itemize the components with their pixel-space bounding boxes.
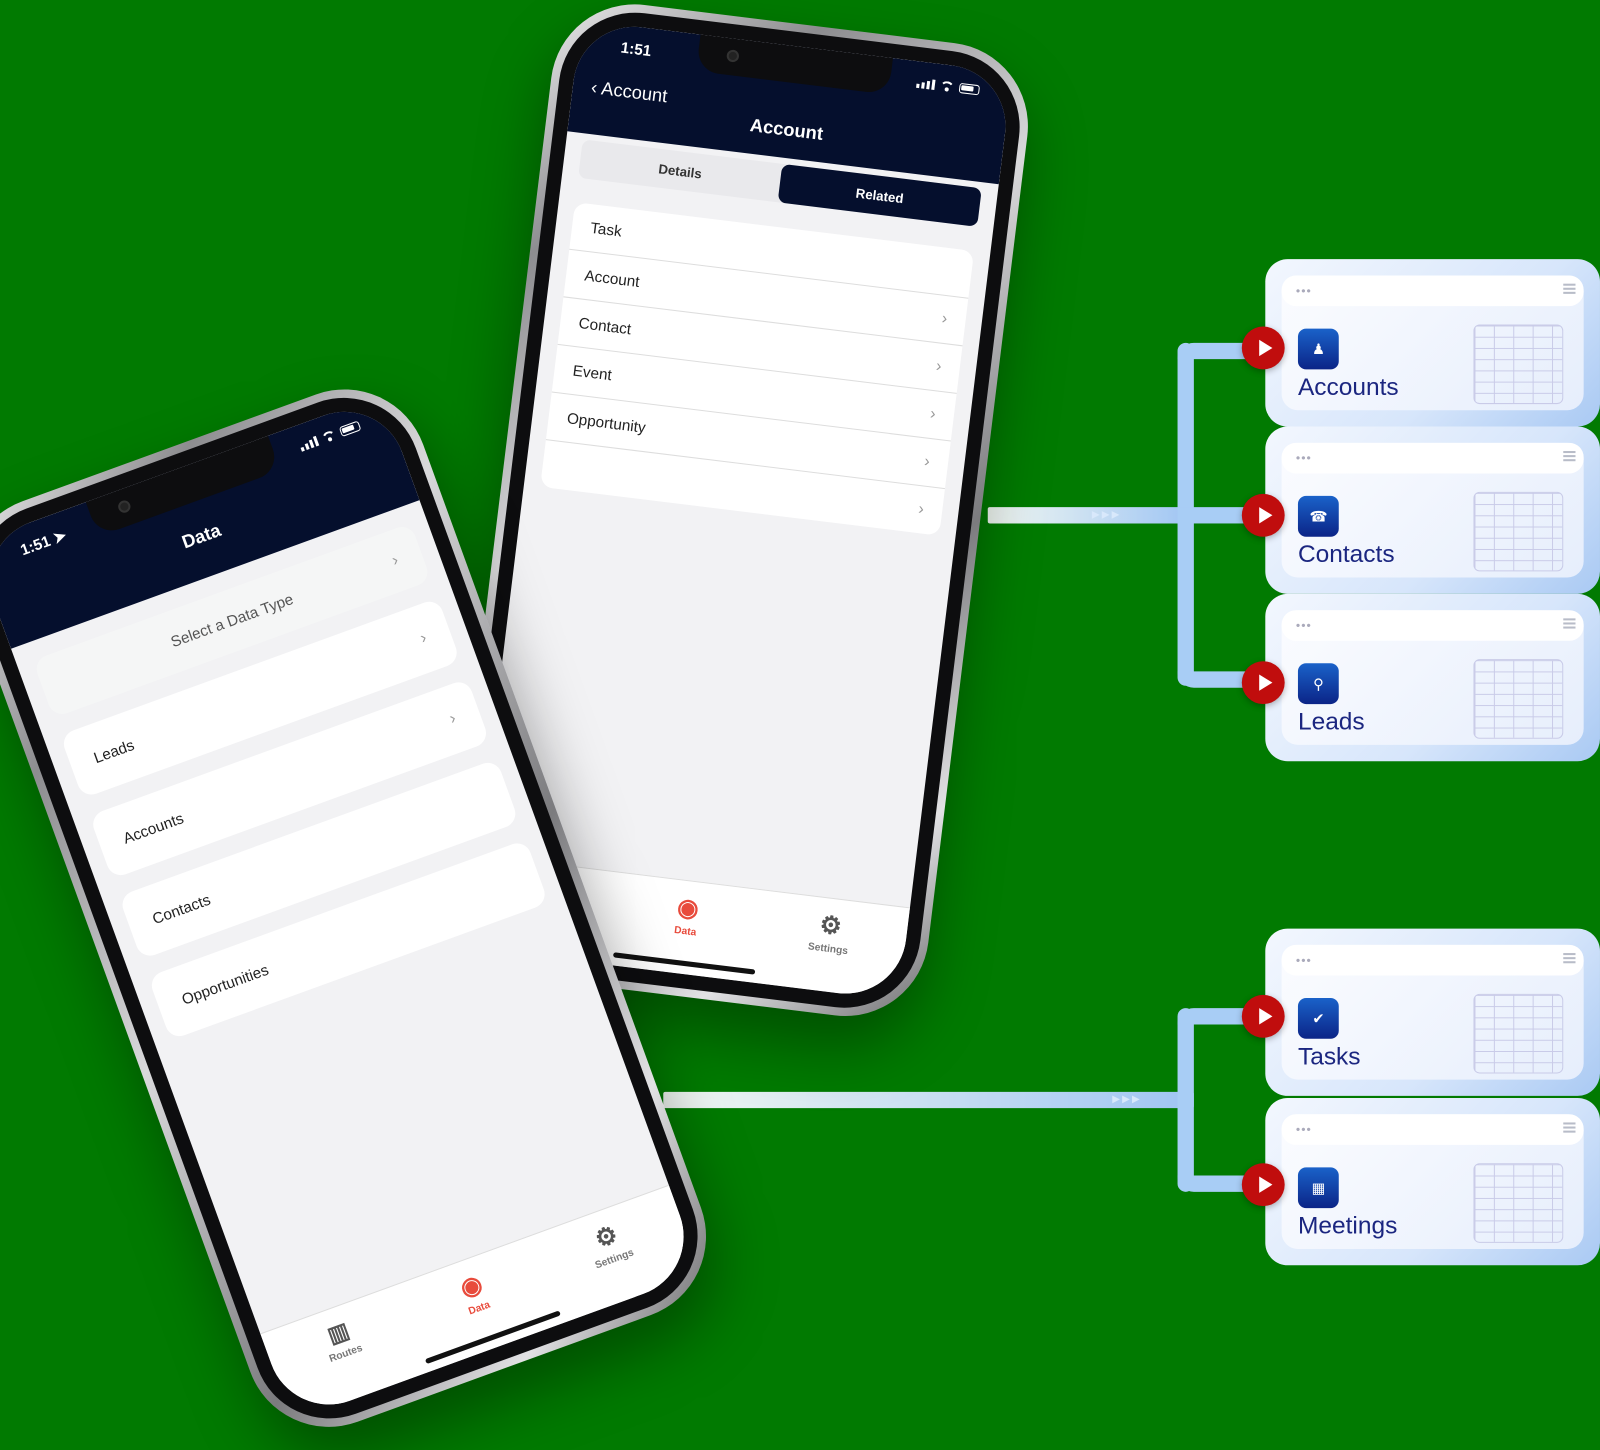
table-grid-icon: [1473, 491, 1564, 572]
status-icons: [916, 78, 981, 96]
menu-icon[interactable]: [1563, 953, 1576, 965]
person-icon: ♟: [1297, 328, 1339, 370]
connector-to-contacts: [1177, 507, 1260, 524]
wifi-icon: [321, 429, 338, 443]
dots-icon: •••: [1295, 618, 1312, 633]
play-button-contacts[interactable]: [1241, 493, 1285, 537]
signal-icon: [916, 78, 936, 90]
status-icons: [298, 420, 362, 452]
chevron-right-icon: ›: [389, 551, 401, 570]
signal-icon: [298, 435, 320, 452]
composition: ▶▶▶ ▶▶▶ ••• ♟ Accounts ••• ☎ Contacts ••…: [0, 0, 1600, 1400]
item-label: Contact: [577, 314, 633, 338]
camera-icon: [116, 498, 133, 515]
play-button-accounts[interactable]: [1241, 326, 1285, 370]
battery-icon: [338, 420, 362, 438]
play-button-meetings[interactable]: [1241, 1163, 1285, 1207]
camera-icon: [726, 49, 740, 63]
table-grid-icon: [1473, 324, 1564, 405]
chevron-right-icon: ›: [934, 357, 943, 376]
status-time: 1:51 ➤: [18, 526, 69, 560]
phone-icon: ☎: [1297, 495, 1339, 537]
card-label: Meetings: [1297, 1212, 1398, 1240]
card-accounts[interactable]: ••• ♟ Accounts: [1265, 259, 1600, 427]
connector-to-accounts: [1177, 342, 1260, 360]
play-button-tasks[interactable]: [1241, 994, 1285, 1038]
location-icon: ➤: [50, 526, 69, 548]
wifi-icon: [939, 80, 954, 92]
card-tasks[interactable]: ••• ✔ Tasks: [1265, 928, 1600, 1096]
menu-icon[interactable]: [1563, 618, 1576, 630]
select-label: Select a Data Type: [168, 590, 296, 651]
card-label: Contacts: [1297, 540, 1395, 569]
card-leads[interactable]: ••• ⚲ Leads: [1265, 593, 1600, 762]
gear-icon: ⚙: [591, 1220, 622, 1254]
chevron-right-icon: ›: [929, 405, 937, 424]
related-list: Task Account › Contact › Event › Opportunit…: [540, 202, 975, 536]
item-label: Opportunities: [179, 960, 271, 1009]
dots-icon: •••: [1295, 1122, 1312, 1137]
table-grid-icon: [1473, 659, 1564, 739]
chevron-right-icon: ›: [940, 309, 949, 328]
calendar-icon: ▦: [1297, 1167, 1339, 1209]
item-label: Task: [589, 219, 623, 241]
user-circle-icon: ◉: [456, 1269, 487, 1304]
status-time: 1:51: [619, 39, 653, 61]
connector-to-meetings: [1177, 1175, 1260, 1192]
menu-icon[interactable]: [1563, 451, 1576, 463]
item-label: Event: [571, 361, 613, 384]
table-grid-icon: [1473, 1163, 1564, 1243]
search-icon: ⚲: [1297, 663, 1339, 705]
tab-label: Data: [673, 924, 697, 939]
dots-icon: •••: [1295, 283, 1312, 298]
gear-icon: ⚙: [818, 910, 844, 941]
chevron-right-icon: ›: [923, 452, 931, 471]
card-label: Accounts: [1297, 373, 1399, 402]
chevron-right-icon: ›: [447, 709, 459, 728]
card-label: Tasks: [1297, 1042, 1361, 1071]
map-icon: ▥: [323, 1317, 353, 1349]
connector-line-top: [987, 507, 1192, 524]
user-circle-icon: ◉: [675, 893, 701, 924]
table-grid-icon: [1473, 993, 1564, 1074]
battery-icon: [958, 82, 981, 96]
connector-to-tasks: [1177, 1008, 1260, 1025]
check-icon: ✔: [1297, 997, 1339, 1039]
card-contacts[interactable]: ••• ☎ Contacts: [1265, 426, 1600, 594]
connector-to-leads: [1177, 671, 1260, 688]
flow-arrows: ▶▶▶: [1091, 509, 1122, 521]
connector-branch-bottom: [1177, 1008, 1194, 1192]
tab-settings[interactable]: ⚙Settings: [803, 909, 853, 994]
item-label: Accounts: [120, 809, 186, 848]
flow-arrows: ▶▶▶: [1112, 1093, 1142, 1106]
card-label: Leads: [1297, 708, 1365, 736]
tab-label: Settings: [807, 941, 849, 958]
card-meetings[interactable]: ••• ▦ Meetings: [1265, 1097, 1600, 1266]
item-label: Leads: [91, 736, 137, 767]
tab-routes[interactable]: ▥Routes: [318, 1315, 378, 1403]
item-label: Contacts: [150, 890, 213, 928]
item-label: Account: [583, 266, 641, 291]
item-label: Opportunity: [566, 409, 647, 437]
tab-settings[interactable]: ⚙Settings: [583, 1216, 648, 1306]
menu-icon[interactable]: [1563, 283, 1576, 296]
chevron-right-icon: ›: [917, 500, 925, 519]
play-button-leads[interactable]: [1241, 661, 1285, 705]
connector-line-bottom: [663, 1091, 1194, 1109]
menu-icon[interactable]: [1563, 1122, 1576, 1134]
dots-icon: •••: [1295, 953, 1312, 968]
chevron-right-icon: ›: [417, 629, 429, 648]
dots-icon: •••: [1295, 451, 1312, 466]
